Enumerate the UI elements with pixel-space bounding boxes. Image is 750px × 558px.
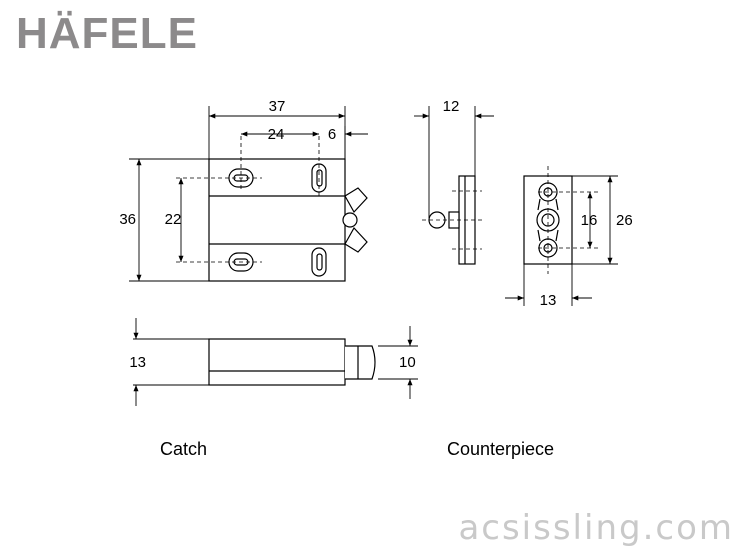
- catch-front-dimensions: [129, 106, 368, 282]
- dim-slot-spacing: 24: [268, 126, 285, 143]
- counterpiece-side-view: [422, 175, 482, 265]
- dim-plate-width: 13: [540, 292, 557, 309]
- counterpiece-front-dimensions: [505, 175, 618, 306]
- counterpiece-side-dimensions: [414, 106, 494, 218]
- dim-pin-length: 12: [443, 98, 460, 115]
- dim-catch-width: 37: [269, 98, 286, 115]
- hafele-logo: HÄFELE: [16, 9, 198, 58]
- catch-side-tip: [345, 345, 376, 380]
- dim-side-height: 13: [129, 354, 146, 371]
- caption-counterpiece: Counterpiece: [447, 439, 554, 459]
- watermark: acsissling.com: [458, 508, 734, 548]
- caption-catch: Catch: [160, 439, 207, 459]
- catch-side-dimensions: [133, 318, 418, 406]
- dim-side-tip: 10: [399, 354, 416, 371]
- dim-plate-height: 26: [616, 212, 633, 229]
- dim-slot-offset: 6: [328, 126, 336, 143]
- dim-slot-vertical: 22: [165, 211, 182, 228]
- dim-hole-spacing: 16: [581, 212, 598, 229]
- catch-side-view: [208, 338, 376, 386]
- counterpiece-front-view: [523, 166, 598, 274]
- dim-catch-height: 36: [119, 211, 136, 228]
- clip-arm-upper: [344, 187, 368, 214]
- clip-center: [342, 212, 358, 228]
- slot-lower-right: [311, 247, 327, 277]
- clip-arm-lower: [344, 226, 368, 253]
- catch-front-view: [176, 136, 368, 282]
